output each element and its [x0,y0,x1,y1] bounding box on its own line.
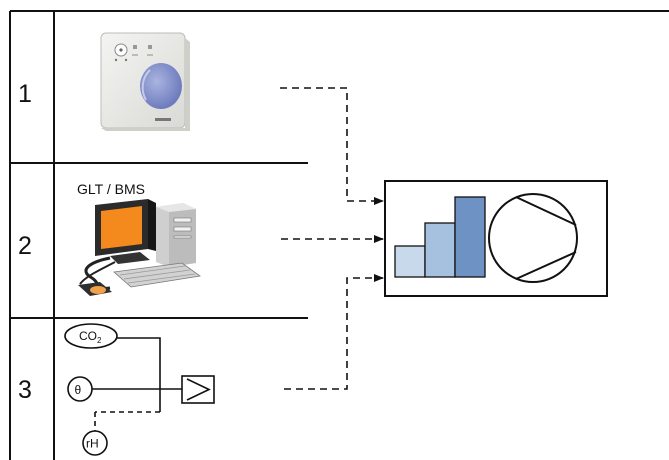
row-number-2: 2 [18,232,32,260]
sensor-control-schematic: CO2 θ rH [64,323,215,456]
co2-subscript: 2 [97,336,102,345]
co2-sensor-icon [64,323,118,349]
speed-bar-1 [394,245,426,278]
co2-text: CO [79,329,97,343]
bms-computer-image [78,199,202,296]
fan-icon [488,193,578,283]
speed-bar-3 [454,196,486,278]
signal-line-3 [284,274,384,390]
row-number-1: 1 [18,80,32,108]
signal-line-1 [280,87,384,205]
humidity-sensor-label: rH [86,437,99,451]
humidity-sensor-icon [82,430,108,456]
signal-connectors [280,87,384,390]
speed-bar-2 [424,222,456,278]
co2-sensor-label: CO2 [79,329,102,345]
temperature-sensor-label: θ [75,383,82,397]
input-table-frame [9,10,669,460]
fan-unit-box [384,180,608,297]
row-number-3: 3 [18,376,32,404]
bms-label: GLT / BMS [77,181,145,197]
room-thermostat-image [100,32,190,131]
thermostat-knob [140,63,182,109]
